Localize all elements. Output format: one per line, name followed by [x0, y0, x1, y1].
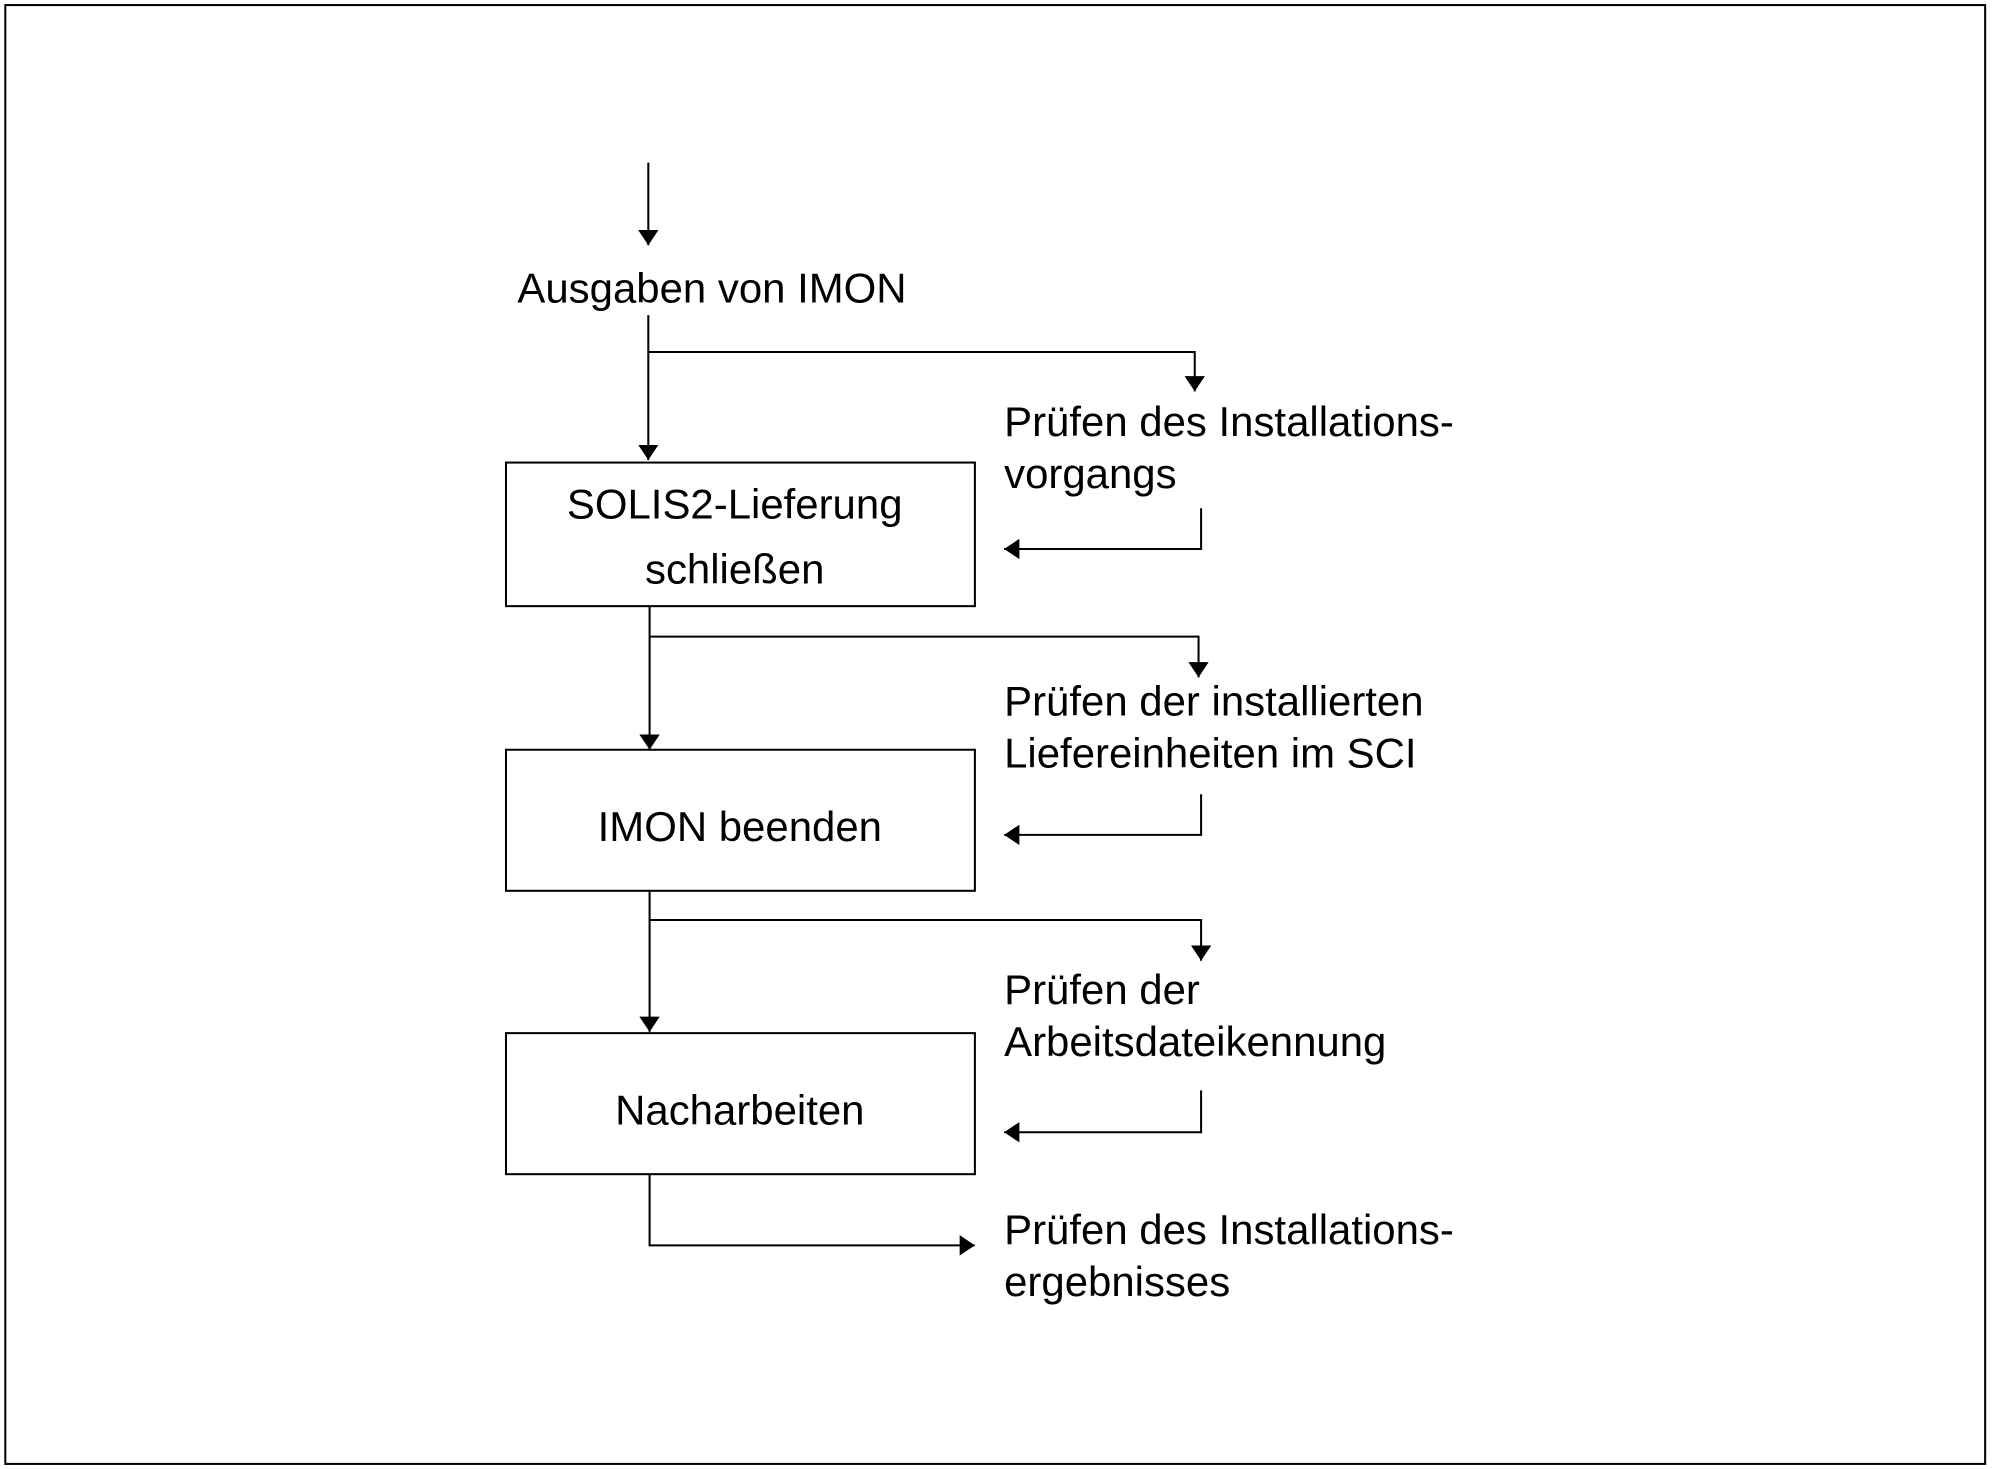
check-label: Prüfen des Installations- [1004, 398, 1454, 445]
check-label: Prüfen der [1004, 966, 1200, 1013]
step-label: Nacharbeiten [615, 1087, 864, 1134]
return-arrow [1004, 508, 1203, 560]
check-label: vorgangs [1004, 450, 1176, 497]
check-label: Prüfen des Installations- [1004, 1206, 1454, 1253]
check-label: Liefereinheiten im SCI [1004, 730, 1416, 777]
step-box [504, 1032, 976, 1176]
start-label: Ausgaben von IMON [517, 264, 906, 311]
check-label: ergebnisses [1004, 1258, 1230, 1305]
return-arrow [1004, 794, 1203, 846]
exit-arrow [648, 1174, 975, 1256]
step-label: SOLIS2-Lieferung [567, 480, 903, 527]
outer-frame [4, 4, 1987, 1465]
step-label: IMON beenden [598, 803, 882, 850]
branch-arrow [649, 635, 1209, 678]
step-box [504, 748, 976, 892]
branch-arrow [649, 919, 1212, 961]
branch-arrow [648, 350, 1205, 392]
step-box [504, 461, 976, 608]
return-arrow [1004, 1090, 1203, 1143]
step-label: schließen [645, 545, 824, 592]
check-label: Arbeitsdateikennung [1004, 1018, 1386, 1065]
check-label: Prüfen der installierten [1004, 677, 1423, 724]
